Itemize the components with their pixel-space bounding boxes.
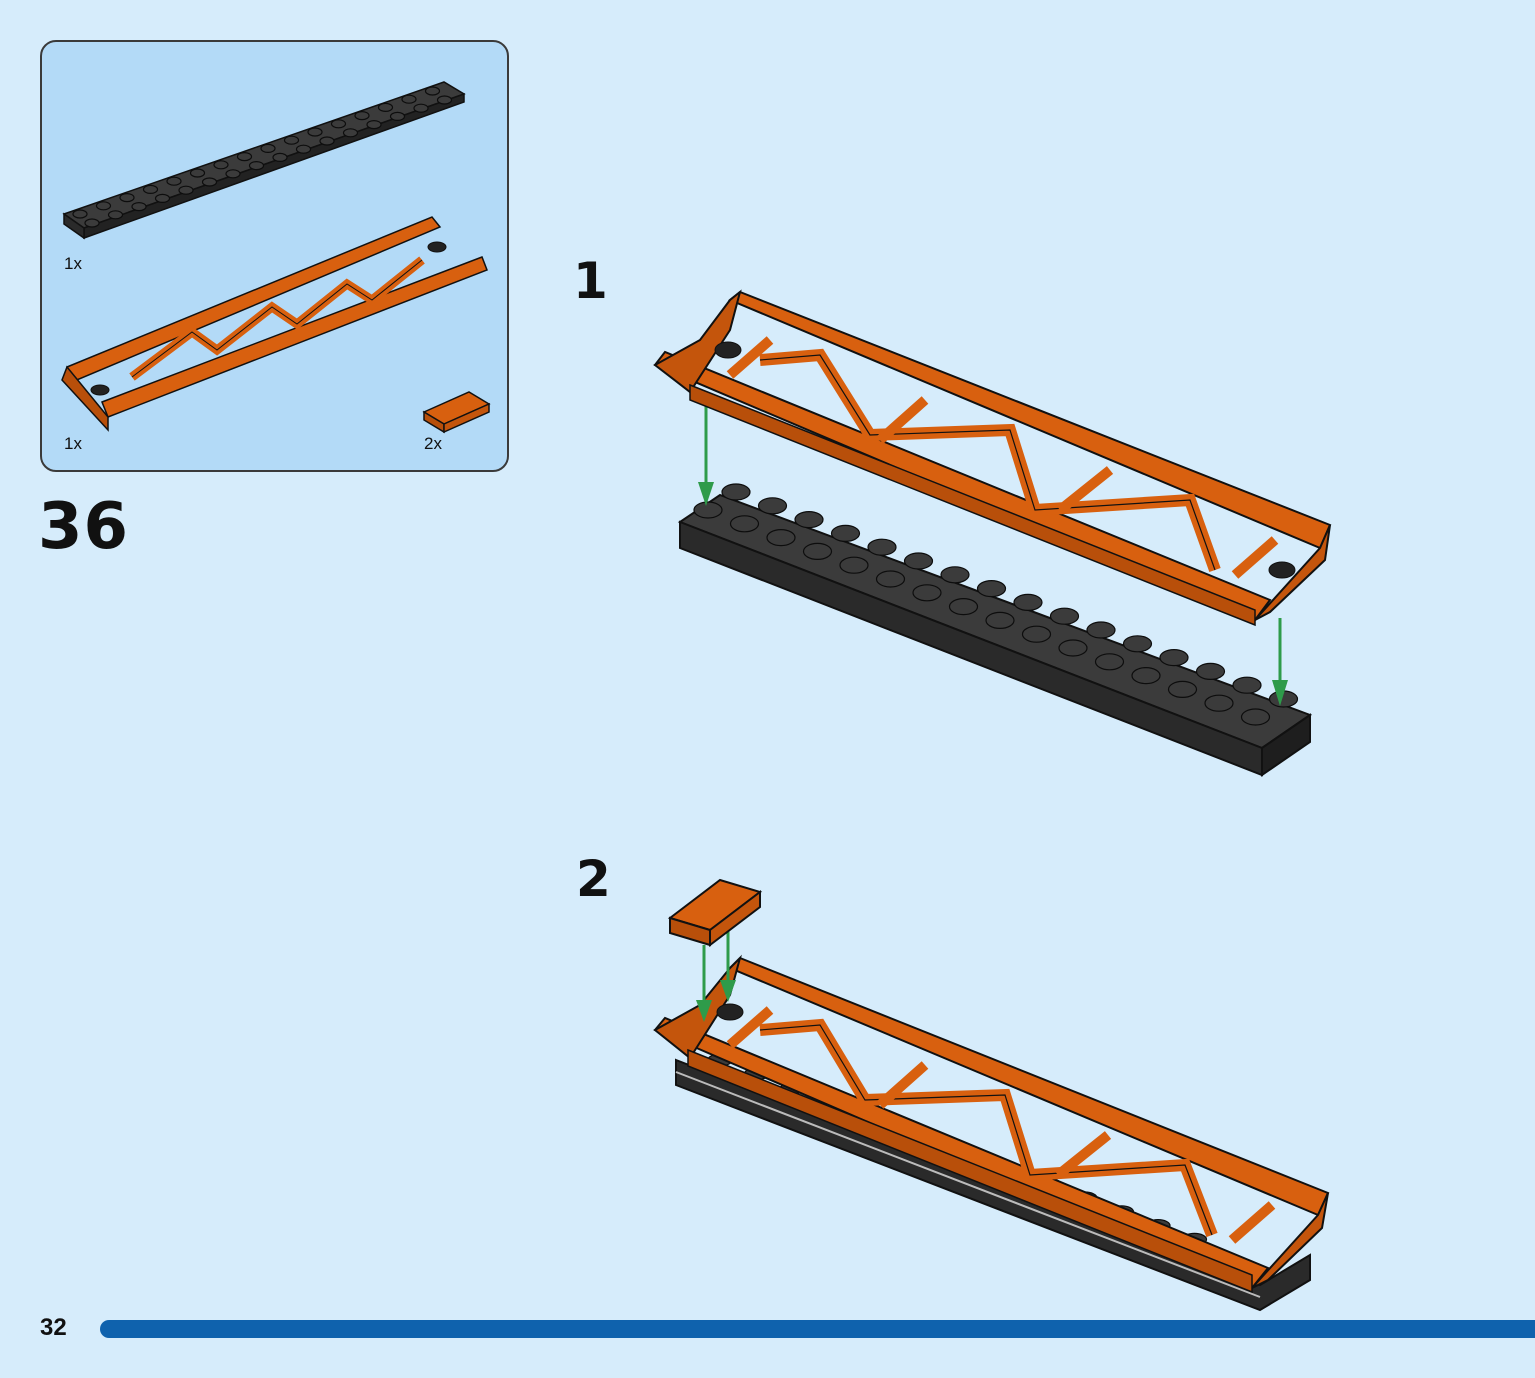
- plate-stud: [1094, 653, 1125, 671]
- plate-stud: [766, 528, 796, 547]
- parts-list-illustration: [61, 81, 491, 434]
- plate-stud: [903, 552, 934, 570]
- part-quantity-plate: 1x: [64, 254, 82, 273]
- plate-stud: [839, 556, 869, 574]
- plate-stud: [377, 102, 394, 113]
- plate-stud: [1072, 1191, 1098, 1205]
- sub-step-1-orange-girder: [653, 289, 1332, 627]
- plate-stud: [131, 202, 147, 212]
- part-quantity-girder: 1x: [64, 434, 82, 453]
- plate-stud: [1108, 1205, 1135, 1219]
- plate-stud: [999, 1163, 1025, 1178]
- plate-stud: [867, 538, 897, 556]
- page-number: 32: [40, 1314, 67, 1341]
- black-plate-part: [62, 81, 466, 240]
- plate-stud: [707, 1053, 733, 1067]
- plate-stud: [330, 119, 347, 129]
- plate-stud: [154, 193, 171, 203]
- sub-step-2-orange-tile: [667, 878, 763, 948]
- plate-stud: [1013, 593, 1043, 612]
- sub-step-2-black-plate: [675, 1053, 1311, 1312]
- plate-stud: [236, 151, 253, 162]
- sub-step-1-black-plate: [677, 483, 1313, 777]
- orange-girder-part: [61, 216, 488, 432]
- plate-stud: [213, 160, 229, 170]
- step-number: 36: [38, 490, 130, 564]
- plate-stud: [1131, 666, 1161, 685]
- orange-tile-part: [422, 391, 491, 434]
- plate-stud: [1049, 607, 1080, 625]
- plate-stud: [962, 1149, 989, 1164]
- plate-stud: [816, 1094, 843, 1109]
- plate-stud: [354, 110, 370, 121]
- plate-stud: [178, 185, 194, 195]
- page-progress-bar: [100, 1320, 1535, 1338]
- plate-stud: [729, 515, 760, 533]
- plate-stud: [912, 584, 942, 602]
- plate-stud: [307, 127, 323, 137]
- plate-stud: [693, 501, 723, 519]
- plate-stud: [926, 1136, 952, 1150]
- sub-step-1-label: 1: [573, 252, 608, 310]
- plate-stud: [366, 119, 382, 130]
- plate-stud: [424, 86, 441, 96]
- plate-stud: [1159, 648, 1189, 667]
- plate-stud: [283, 135, 300, 145]
- plate-stud: [295, 144, 312, 154]
- plate-stud: [142, 184, 159, 194]
- plate-stud: [985, 611, 1015, 630]
- plate-stud: [272, 152, 288, 163]
- plate-stud: [1086, 621, 1116, 639]
- plate-stud: [389, 111, 406, 122]
- plate-stud: [95, 201, 112, 211]
- plate-stud: [948, 597, 979, 616]
- plate-stud: [1058, 639, 1088, 657]
- plate-stud: [1145, 1218, 1171, 1233]
- plate-stud: [976, 579, 1007, 598]
- plate-stud: [1122, 635, 1153, 653]
- plate-stud: [342, 128, 359, 138]
- sub-step-2-label: 2: [576, 850, 611, 908]
- plate-stud: [225, 169, 241, 179]
- plate-stud: [1232, 676, 1262, 694]
- plate-stud: [1268, 690, 1299, 708]
- plate-stud: [830, 524, 861, 543]
- parts-list-box: 1x 1x 2x: [40, 40, 509, 472]
- plate-stud: [107, 210, 124, 220]
- plate-stud: [780, 1080, 806, 1095]
- plate-stud: [1181, 1232, 1208, 1247]
- plate-stud: [1167, 680, 1198, 699]
- plate-stud: [802, 542, 833, 561]
- sub-step-1-arrows: [698, 402, 1288, 706]
- part-quantity-tile: 2x: [424, 434, 442, 453]
- plate-stud: [1240, 708, 1271, 726]
- plate-stud: [201, 177, 218, 187]
- plate-stud: [260, 143, 276, 154]
- plate-stud: [757, 497, 788, 515]
- plate-stud: [119, 193, 135, 203]
- plate-stud: [413, 103, 429, 113]
- plate-stud: [875, 570, 906, 588]
- plate-stud: [1021, 625, 1052, 643]
- plate-stud: [72, 209, 88, 219]
- sub-step-2-orange-girder: [653, 954, 1330, 1294]
- plate-stud: [436, 95, 453, 105]
- plate-stud: [401, 94, 417, 104]
- plate-stud: [721, 483, 751, 501]
- plate-stud: [853, 1108, 879, 1122]
- plate-stud: [248, 160, 265, 171]
- plate-stud: [189, 168, 206, 178]
- plate-stud: [1195, 662, 1226, 681]
- plate-stud: [1035, 1177, 1062, 1191]
- plate-stud: [1204, 694, 1234, 712]
- plate-stud: [940, 566, 970, 584]
- plate-stud: [889, 1122, 916, 1136]
- plate-stud: [319, 136, 335, 146]
- plate-stud: [743, 1067, 770, 1081]
- plate-stud: [84, 218, 100, 228]
- plate-stud: [794, 510, 824, 529]
- plate-stud: [166, 176, 182, 186]
- sub-step-2-arrows: [696, 928, 736, 1022]
